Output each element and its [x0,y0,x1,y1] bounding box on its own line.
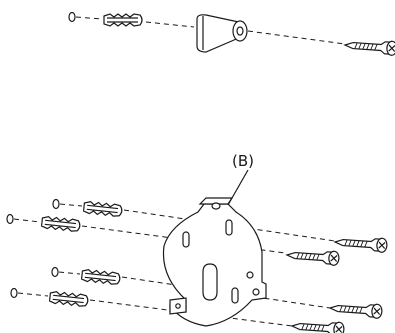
wall-plug [82,200,124,218]
screw [290,318,345,333]
screw [343,37,395,57]
wall-hole [52,198,60,210]
callout-label-b: (B) [232,152,254,170]
callout-leader-line [227,169,249,206]
top-assembly [68,11,395,57]
wall-hole [51,266,59,278]
wall-hole [10,287,18,299]
spacer-cylinder [196,14,248,53]
wall-hole [68,11,76,23]
wall-plug [48,290,90,308]
mounting-plate [162,197,267,327]
screw [333,234,388,254]
bottom-assembly: (B) [6,152,388,333]
screw [285,247,340,267]
wall-plug [103,13,143,27]
wall-hole [6,213,14,225]
wall-plug [80,268,122,286]
screw [328,300,383,320]
wall-plug [40,215,82,233]
